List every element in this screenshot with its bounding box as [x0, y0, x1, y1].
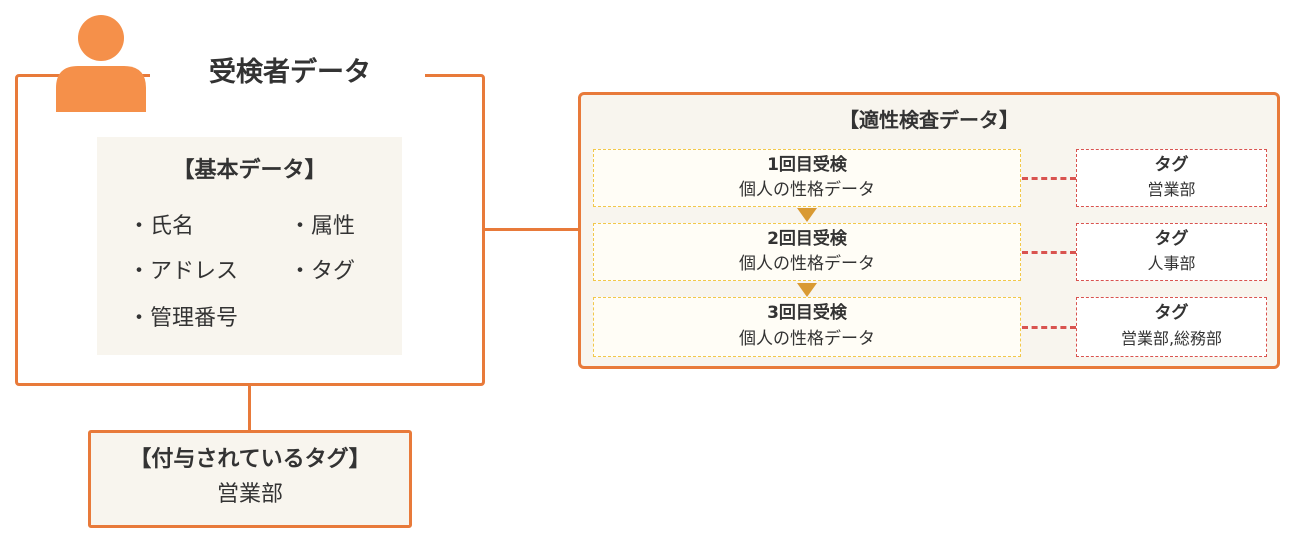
- assigned-tags-title: 【付与されているタグ】: [129, 447, 371, 472]
- tag-box-3: [1076, 297, 1267, 357]
- exam-title-1: 1回目受検: [767, 155, 847, 175]
- tag-value-3: 営業部,総務部: [1120, 329, 1223, 348]
- tag-box-2: [1076, 223, 1267, 281]
- basic-item-attribute: ・属性: [289, 214, 356, 239]
- title-gap: [150, 55, 425, 97]
- basic-item-management-number: ・管理番号: [128, 306, 239, 331]
- tag-label-3: タグ: [1154, 303, 1189, 323]
- assigned-tags-value: 営業部: [216, 482, 283, 507]
- examinee-data-title: 受検者データ: [209, 57, 371, 88]
- exam-box-3: [593, 297, 1021, 357]
- tag-label-2: タグ: [1154, 229, 1189, 249]
- basic-data-title: 【基本データ】: [172, 158, 327, 183]
- tag-label-1: タグ: [1154, 155, 1189, 175]
- exam-title-3: 3回目受検: [767, 303, 847, 323]
- exam-title-2: 2回目受検: [767, 229, 847, 249]
- exam-desc-1: 個人の性格データ: [739, 180, 875, 200]
- aptitude-test-data-title: 【適性検査データ】: [839, 108, 1019, 132]
- person-icon: [56, 15, 146, 112]
- basic-item-tag: ・タグ: [289, 259, 356, 284]
- exam-desc-2: 個人の性格データ: [739, 254, 875, 274]
- exam-desc-3: 個人の性格データ: [739, 329, 875, 349]
- connector-line-horizontal: [484, 228, 580, 231]
- basic-item-name: ・氏名: [128, 214, 195, 239]
- connector-line-vertical: [248, 384, 251, 432]
- tag-link-2: [1022, 251, 1076, 254]
- tag-value-1: 営業部: [1147, 180, 1196, 199]
- basic-data-panel: [97, 137, 402, 355]
- assigned-tags-box: [88, 430, 412, 528]
- arrow-down-icon: [797, 283, 817, 297]
- basic-item-address: ・アドレス: [128, 259, 239, 284]
- tag-box-1: [1076, 149, 1267, 207]
- arrow-down-icon: [797, 208, 817, 222]
- tag-value-2: 人事部: [1147, 254, 1196, 273]
- exam-box-2: [593, 223, 1021, 281]
- tag-link-1: [1022, 177, 1076, 180]
- exam-box-1: [593, 149, 1021, 207]
- tag-link-3: [1022, 326, 1076, 329]
